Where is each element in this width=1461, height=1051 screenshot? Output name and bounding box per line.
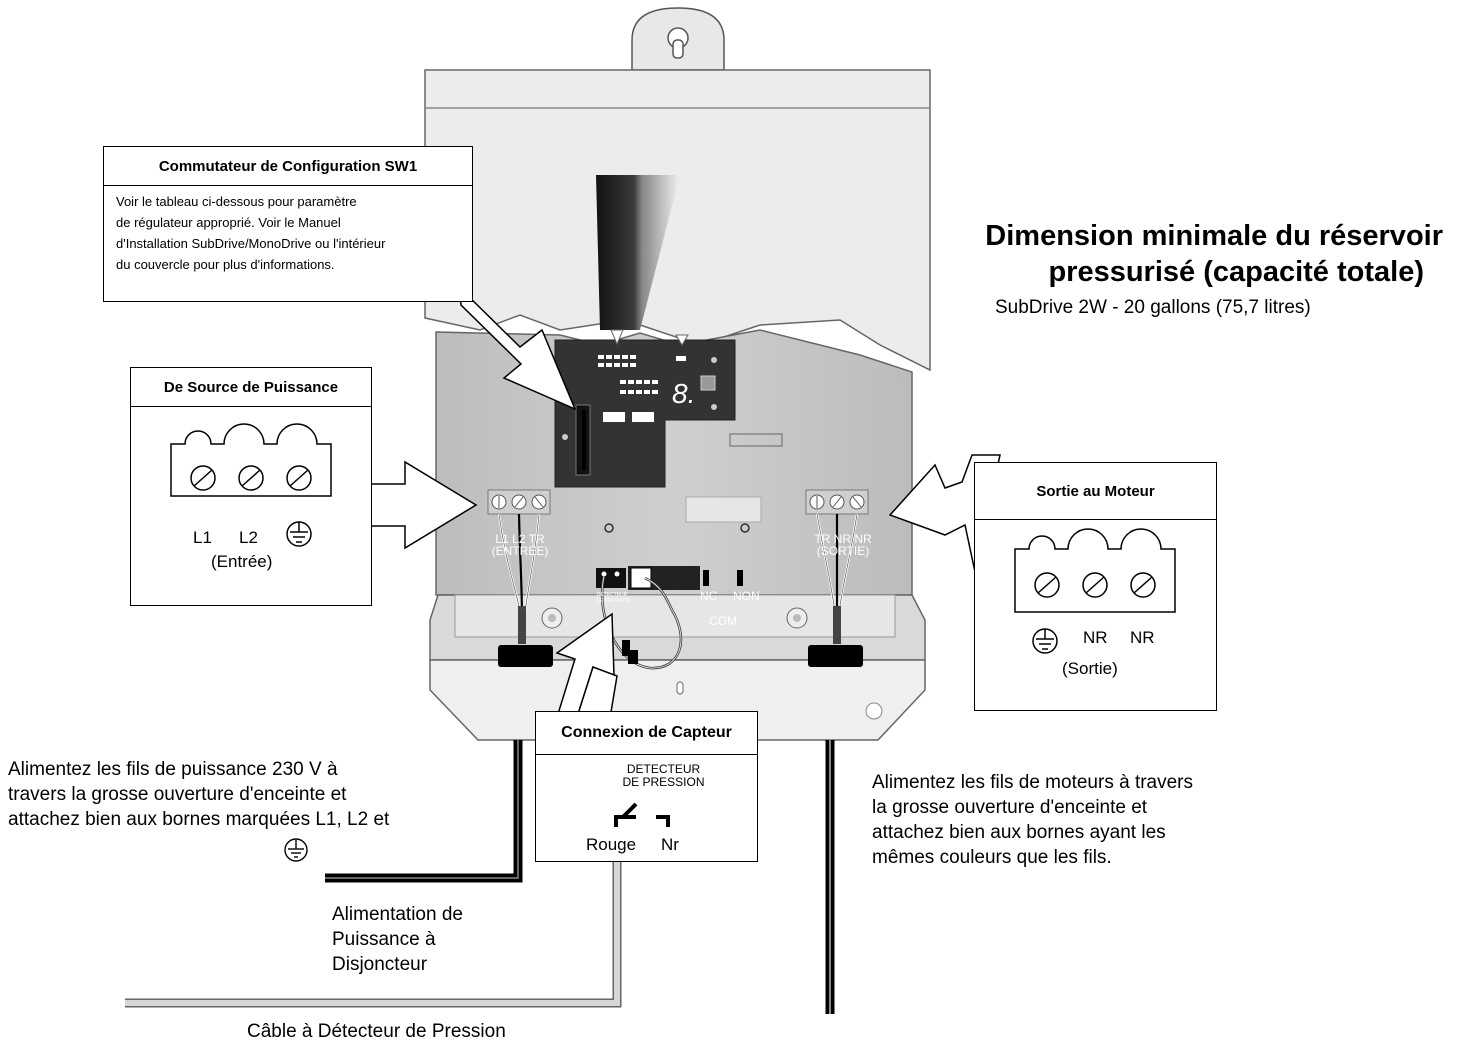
ground-symbol-icon — [1032, 628, 1058, 654]
cover-shadow — [596, 175, 680, 330]
control-board: 8. — [554, 339, 736, 488]
output-terminal-block — [805, 489, 869, 515]
terminal-label-l1: L1 — [193, 528, 212, 547]
terminal-label-nr-2: NR — [1130, 628, 1155, 647]
motor-output-callout: Sortie au Moteur NR NR (Sortie) — [974, 462, 1217, 711]
ground-symbol-icon — [284, 838, 308, 862]
screw-terminal-icon — [170, 423, 332, 547]
motor-output-caption: (Sortie) — [1062, 659, 1118, 678]
input-terminal-labels: L1 L2 TR (ENTRÉE) — [491, 532, 549, 558]
screw-terminal-icon — [1014, 528, 1176, 654]
power-source-caption: (Entrée) — [211, 552, 273, 571]
pressure-cable-label: Câble à Détecteur de Pression — [247, 1021, 506, 1042]
config-switch-callout: Commutateur de Configuration SW1 Voir le… — [103, 146, 473, 302]
callout-arrow-icon — [362, 286, 1001, 732]
terminal-label-l2: L2 — [239, 528, 258, 547]
relay-com-label: COM — [709, 614, 737, 628]
pressure-detector-label: DETECTEUR DE PRESSION — [622, 762, 705, 789]
tank-title: Dimension minimale du réservoir pressuri… — [985, 220, 1443, 288]
config-switch-text: Voir le tableau ci-dessous pour paramètr… — [116, 194, 386, 272]
pressure-switch-icon — [614, 802, 670, 827]
sensor-connection-title: Connexion de Capteur — [536, 712, 757, 755]
power-feed-note: Alimentez les fils de puissance 230 V à … — [8, 759, 390, 830]
motor-feed-note: Alimentez les fils de moteurs à travers … — [872, 772, 1194, 868]
cover-lid — [424, 69, 931, 372]
keyhole-icon — [631, 7, 725, 71]
output-terminal-labels: TR NR NR (SORTIE) — [814, 532, 872, 558]
breaker-label: Alimentation de Puissance à Disjoncteur — [332, 904, 463, 975]
svg-text:8.: 8. — [672, 378, 695, 409]
power-source-title: De Source de Puissance — [131, 368, 371, 407]
relay-non-label: NON — [733, 589, 760, 603]
terminal-label-nr-1: NR — [1083, 628, 1108, 647]
tank-subtitle: SubDrive 2W - 20 gallons (75,7 litres) — [995, 297, 1311, 318]
power-source-callout: De Source de Puissance L1 L2 (Entrée) — [130, 367, 372, 606]
ground-symbol-icon — [286, 521, 312, 547]
motor-output-title: Sortie au Moteur — [975, 463, 1216, 520]
wire-red-label: Rouge — [586, 835, 637, 854]
wire-black-label: Nr — [661, 835, 679, 854]
sensor-connection-callout: Connexion de Capteur DETECTEUR DE PRESSI… — [535, 711, 758, 862]
config-switch-title: Commutateur de Configuration SW1 — [104, 147, 472, 186]
relay-nc-label: NC — [700, 589, 718, 603]
input-terminal-block — [487, 489, 551, 515]
